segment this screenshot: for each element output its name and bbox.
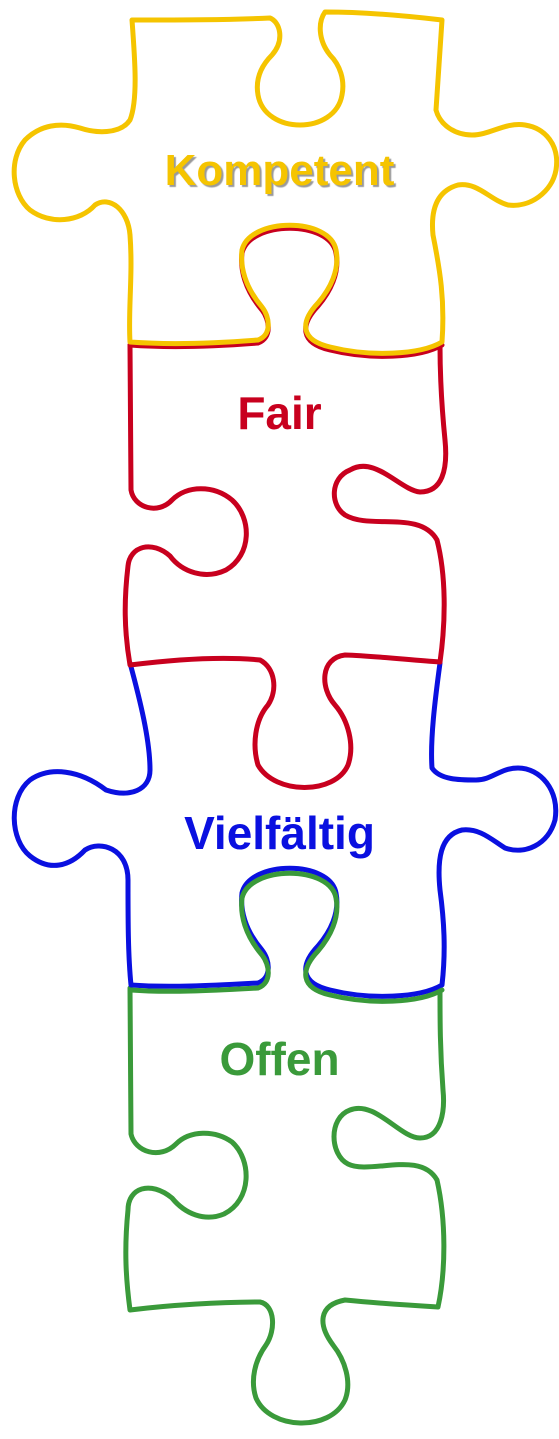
fair-top-tab-edge bbox=[130, 228, 442, 356]
label-offen: Offen bbox=[0, 1032, 559, 1086]
label-fair: Fair bbox=[0, 386, 559, 440]
offen-top-tab-edge bbox=[131, 873, 442, 1001]
label-kompetent: Kompetent bbox=[0, 146, 559, 196]
label-vielfaeltig: Vielfältig bbox=[0, 806, 559, 860]
